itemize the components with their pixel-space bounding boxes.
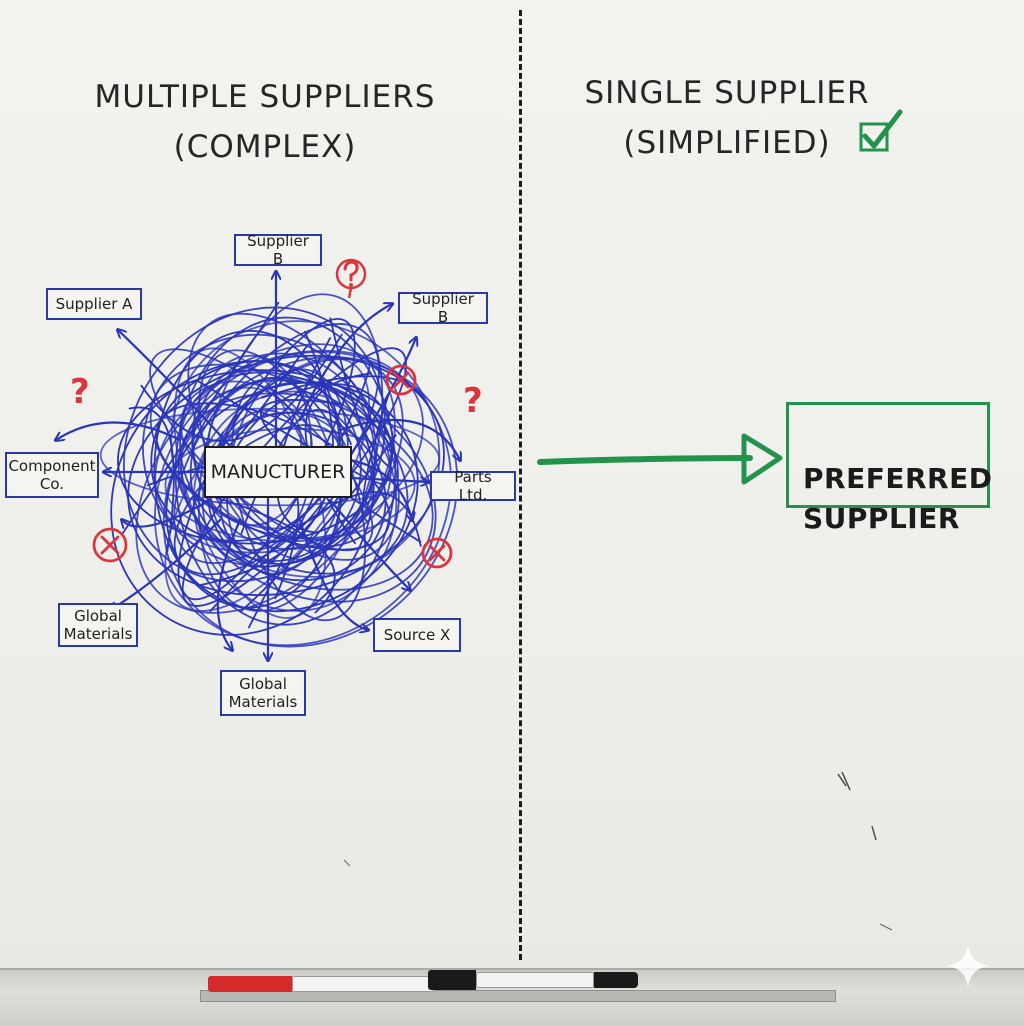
node-label: Source X [383, 626, 451, 644]
spoke-supplier-a [118, 330, 232, 448]
spoke-supplier-b-right [298, 304, 392, 422]
dashed-divider [519, 10, 522, 960]
scribble-curve [329, 317, 392, 469]
node-supplier-b-right: Supplier B [398, 290, 488, 326]
left-title-line1: MULTIPLE SUPPLIERS [94, 79, 436, 115]
scribble-curve [199, 330, 334, 586]
whiteboard: MULTIPLE SUPPLIERS (COMPLEX) SINGLE SUPP… [0, 0, 1024, 968]
red-marker-cap [208, 976, 292, 992]
node-label: Supplier A [55, 295, 133, 313]
sparkle-icon [946, 944, 990, 988]
x-circle-icon [92, 527, 128, 563]
scribble-curve [140, 333, 343, 442]
tray-ledge [200, 990, 836, 1002]
manufacturer-label: MANUCTURER [210, 461, 346, 483]
preferred-supplier-box: PREFERRED SUPPLIER [786, 402, 992, 535]
left-title: MULTIPLE SUPPLIERS (COMPLEX) [90, 72, 440, 172]
node-label: Supplier B [412, 290, 474, 326]
scribble-loop [122, 306, 386, 583]
spoke-extra-2 [328, 498, 410, 590]
node-label: Global Materials [228, 675, 298, 711]
manufacturer-node: MANUCTURER [204, 446, 352, 498]
right-title-line1: SINGLE SUPPLIER [584, 75, 870, 111]
x-circle-icon [385, 364, 417, 396]
x-circle-icon [421, 537, 453, 569]
scribble-loop [99, 407, 441, 507]
node-global-materials-bottom: Global Materials [220, 670, 306, 716]
spoke-parts [338, 418, 460, 460]
question-mark-left: ? [70, 372, 90, 412]
scribble-curve [128, 406, 175, 553]
scribble-curve [361, 393, 390, 523]
right-title-line2: (SIMPLIFIED) [623, 125, 831, 161]
node-component-co: Component Co. [5, 452, 99, 498]
node-label: Global Materials [63, 607, 133, 643]
black-marker-cap [428, 970, 476, 990]
spoke-component [56, 421, 182, 441]
green-arrow [537, 433, 783, 485]
scribble-loop [165, 381, 419, 613]
board-smudges [343, 771, 893, 931]
scribble-curve [240, 434, 397, 613]
node-label: Parts Ltd. [454, 468, 492, 504]
check-box-icon [859, 109, 903, 152]
scribble-curve [261, 375, 425, 400]
black-marker[interactable] [428, 970, 638, 990]
scribble-loop [154, 350, 452, 647]
scribble-loop [189, 377, 362, 563]
node-label: Component Co. [8, 457, 96, 493]
black-marker-barrel [476, 972, 594, 988]
node-parts-ltd: Parts Ltd. [430, 468, 516, 504]
scribble-curve [260, 399, 422, 543]
scribble-loop [110, 360, 375, 636]
preferred-supplier-label: PREFERRED SUPPLIER [803, 462, 993, 535]
black-marker-end [594, 972, 638, 988]
node-source-x: Source X [373, 618, 461, 652]
spoke-source-x [298, 518, 368, 630]
spoke-extra-3 [122, 498, 212, 527]
node-supplier-b-top: Supplier B [234, 232, 322, 268]
question-mark-right: ? [463, 381, 483, 421]
node-supplier-a: Supplier A [46, 288, 142, 320]
node-global-materials-left: Global Materials [58, 603, 138, 647]
node-label: Supplier B [247, 232, 309, 268]
scribble-curve [208, 494, 336, 614]
spoke-global-left [110, 518, 222, 610]
scribble-curve [219, 345, 308, 451]
question-mark-icon [335, 258, 367, 299]
red-marker-barrel [292, 976, 434, 992]
scribble-curve [122, 301, 280, 534]
spoke-extra-4 [348, 458, 412, 520]
spoke-extra-5 [216, 518, 242, 650]
left-title-line2: (COMPLEX) [173, 129, 357, 165]
scribble-loop [170, 320, 441, 578]
right-title: SINGLE SUPPLIER (SIMPLIFIED) [572, 68, 882, 168]
red-marker[interactable] [208, 976, 434, 992]
